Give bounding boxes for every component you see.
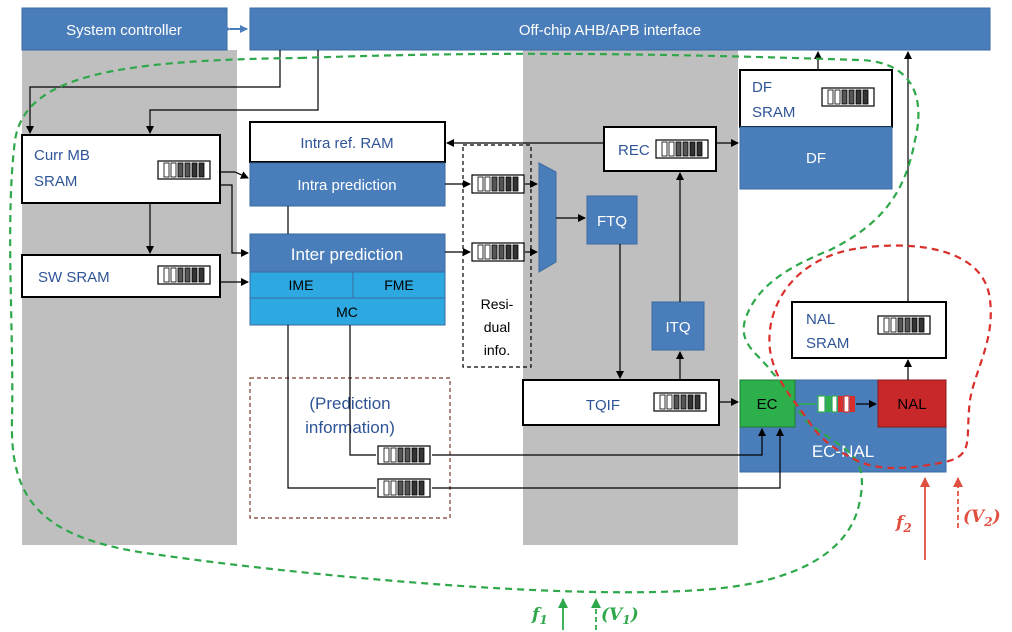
connection-lines	[26, 50, 912, 489]
ftq-label: FTQ	[597, 213, 627, 230]
nal-sram-label-2: SRAM	[806, 335, 849, 352]
ec-nal-label: EC-NAL	[812, 442, 874, 461]
residual-info-label-3: info.	[484, 342, 510, 358]
intra-ref-ram-label: Intra ref. RAM	[300, 135, 393, 152]
rec-label: REC	[618, 142, 650, 159]
v1-label: (V1)	[601, 605, 639, 627]
tqif-label: TQIF	[586, 397, 620, 414]
pred-info-fifo-2-icon	[377, 478, 431, 498]
inter-residual-fifo-icon	[471, 242, 525, 262]
intra-ref-ram-block	[249, 121, 446, 163]
intra-residual-fifo-icon	[471, 174, 525, 194]
voltage-domain-2-boundary	[768, 244, 992, 470]
nal-sram-fifo-icon	[877, 315, 931, 335]
curr-mb-sram-label-1: Curr MB	[34, 147, 90, 164]
intra-prediction-block	[249, 162, 446, 207]
sw-sram-label: SW SRAM	[38, 269, 110, 286]
itq-block	[651, 301, 705, 351]
f1-label: f1	[531, 605, 548, 627]
residual-info-label-1: Resi-	[481, 296, 514, 312]
offchip-interface-block	[249, 7, 991, 51]
df-label: DF	[806, 150, 826, 167]
nal-sram-label-1: NAL	[806, 311, 835, 328]
mc-label: MC	[336, 304, 358, 320]
system-controller-label: System controller	[66, 22, 182, 39]
ime-label: IME	[289, 277, 314, 293]
mux-block	[538, 162, 557, 273]
ec-block	[739, 379, 796, 428]
fme-label: FME	[384, 277, 414, 293]
f2-label: f2	[895, 513, 912, 535]
mc-block	[249, 297, 446, 326]
fme-block	[352, 271, 446, 299]
residual-info-label-2: dual	[484, 319, 510, 335]
ftq-block	[586, 195, 638, 245]
inter-prediction-label: Inter prediction	[291, 245, 403, 264]
inter-prediction-block	[249, 233, 446, 273]
df-sram-label-2: SRAM	[752, 104, 795, 121]
pred-info-fifo-1-icon	[377, 445, 431, 465]
nal-label: NAL	[897, 396, 926, 413]
intra-prediction-label: Intra prediction	[297, 177, 396, 194]
voltage-domain-1-boundary	[9, 52, 920, 594]
df-block	[739, 126, 893, 190]
tqif-fifo-icon	[653, 392, 707, 412]
v2-label: (V2)	[963, 507, 1001, 529]
system-controller-block	[21, 7, 228, 51]
curr-mb-fifo-icon	[157, 160, 211, 180]
df-sram-label-1: DF	[752, 79, 772, 96]
offchip-interface-label: Off-chip AHB/APB interface	[519, 22, 701, 39]
nal-block	[877, 379, 947, 428]
ec-label: EC	[757, 396, 778, 413]
rec-fifo-icon	[655, 139, 709, 159]
df-sram-fifo-icon	[821, 87, 875, 107]
curr-mb-sram-label-2: SRAM	[34, 173, 77, 190]
async-fifo-icon	[817, 395, 855, 413]
gray-band-middle	[523, 50, 738, 545]
itq-label: ITQ	[666, 319, 691, 336]
residual-info-box	[462, 144, 532, 368]
sw-sram-fifo-icon	[157, 265, 211, 285]
